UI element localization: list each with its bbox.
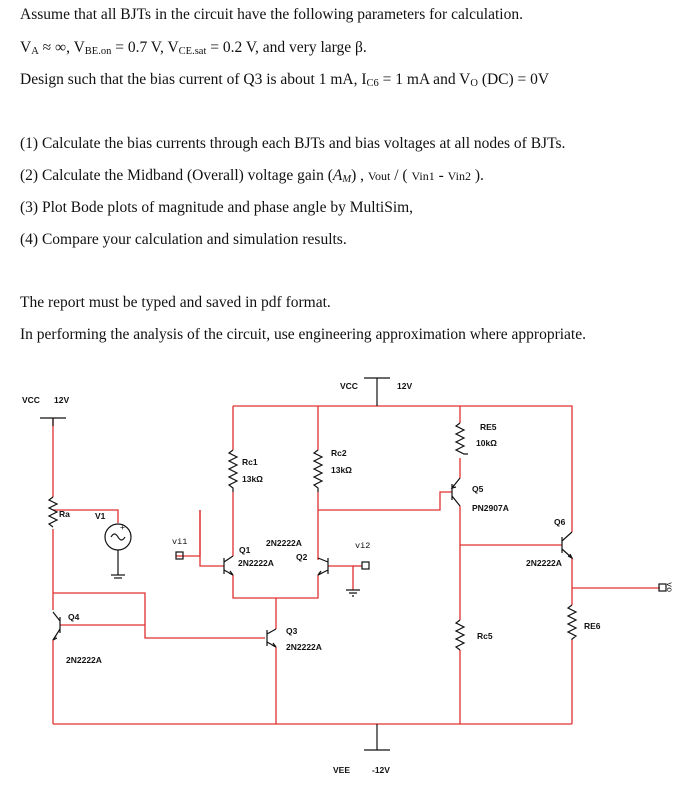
vcc-top-supply: [364, 377, 390, 406]
q2-label: Q2: [296, 552, 308, 562]
vcc-left-label: VCC: [22, 395, 40, 405]
intro-line: Assume that all BJTs in the circuit have…: [20, 6, 523, 23]
re5-value: 10kΩ: [476, 438, 497, 448]
q4-label: Q4: [68, 612, 80, 622]
rc2-label: Rc2: [331, 448, 347, 458]
report-note: The report must be typed and saved in pd…: [20, 294, 331, 311]
vcc-top-value: 12V: [397, 381, 412, 391]
v1-label: V1: [95, 511, 106, 521]
question-3: (3) Plot Bode plots of magnitude and pha…: [20, 199, 414, 216]
vo-terminal-icon: [658, 583, 667, 592]
approximation-note: In performing the analysis of the circui…: [20, 326, 586, 343]
vee-supply: [364, 724, 390, 751]
transistor-q2-icon: [317, 557, 329, 576]
vee-value: -12V: [372, 765, 390, 775]
vee-label: VEE: [333, 765, 350, 775]
q3-label: Q3: [286, 626, 298, 636]
transistor-q1-icon: [223, 555, 234, 576]
transistor-q6-icon: [561, 531, 574, 560]
ra-label: Ra: [59, 509, 70, 519]
vi2-terminal-icon: [361, 561, 370, 570]
q1-type: 2N2222A: [238, 558, 274, 568]
ground-icon: [346, 589, 360, 597]
question-2: (2) Calculate the Midband (Overall) volt…: [20, 167, 484, 185]
design-line: Design such that the bias current of Q3 …: [20, 71, 550, 89]
vcc-left-value: 12V: [54, 395, 69, 405]
vi1-label: vi1: [172, 537, 187, 547]
vo-label: vo: [664, 582, 674, 592]
transistor-q5-icon: [450, 477, 461, 507]
re6-label: RE6: [584, 621, 601, 631]
resistor-rc1-icon: [227, 449, 239, 492]
re5-label: RE5: [480, 422, 497, 432]
q4-type: 2N2222A: [66, 655, 102, 665]
resistor-rc2-icon: [312, 449, 324, 492]
q3-type: 2N2222A: [286, 642, 322, 652]
q6-type: 2N2222A: [526, 558, 562, 568]
q1-label: Q1: [239, 545, 251, 555]
resistor-re6-icon: [566, 604, 578, 640]
ac-source-v1-icon: +: [104, 522, 132, 579]
resistor-rc5-icon: [454, 619, 466, 651]
svg-text:+: +: [120, 522, 125, 532]
q5-type: PN2907A: [472, 503, 509, 513]
transistor-q3-icon: [266, 628, 277, 648]
rc2-value: 13kΩ: [331, 465, 352, 475]
resistor-re5-icon: [454, 422, 468, 455]
vi1-terminal-icon: [175, 551, 184, 560]
transistor-q4-icon: [52, 611, 61, 641]
parameters-line: VA ≈ ∞, VBE.on = 0.7 V, VCE.sat = 0.2 V,…: [20, 39, 367, 57]
q5-label: Q5: [472, 484, 484, 494]
question-1: (1) Calculate the bias currents through …: [20, 135, 566, 152]
resistor-ra-icon: [47, 496, 59, 528]
vcc-top-label: VCC: [340, 381, 358, 391]
rc5-label: Rc5: [477, 631, 493, 641]
q6-label: Q6: [554, 517, 566, 527]
vi2-label: vi2: [355, 541, 370, 551]
rc1-value: 13kΩ: [242, 474, 263, 484]
q2-type: 2N2222A: [266, 538, 302, 548]
circuit-wires: [52, 405, 660, 725]
rc1-label: Rc1: [242, 457, 258, 467]
question-4: (4) Compare your calculation and simulat…: [20, 231, 347, 248]
vcc-left-supply: [40, 417, 66, 426]
